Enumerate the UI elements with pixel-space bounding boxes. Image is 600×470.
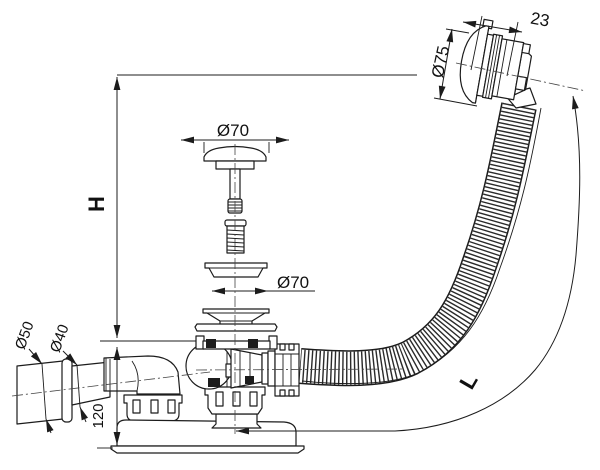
dim-label-washer-diameter: Ø70 <box>277 273 309 292</box>
drain-base <box>116 419 297 447</box>
seal-ring <box>204 262 268 278</box>
center-lines <box>11 62 587 434</box>
overflow-head <box>459 18 537 109</box>
outlet-elbow <box>103 355 183 422</box>
hose-length-dimension-line <box>236 95 581 435</box>
spring <box>224 219 247 254</box>
dim-label-base-height: 120 <box>90 403 107 428</box>
dim-label-height: H <box>84 196 109 212</box>
washer-plate <box>194 323 278 332</box>
dim-label-cap-width: 23 <box>529 9 551 31</box>
dim-label-plug-diameter: Ø70 <box>217 121 249 140</box>
dimension-lines <box>28 15 523 449</box>
